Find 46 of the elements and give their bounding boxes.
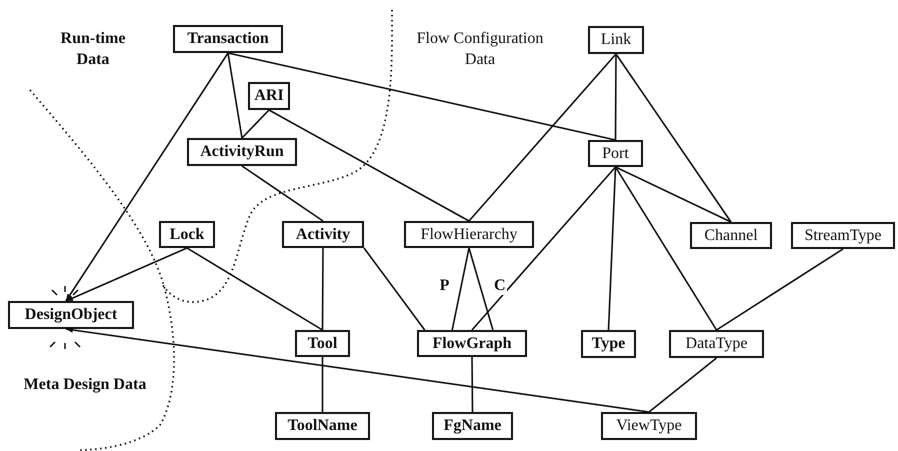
entity-box: Tool — [295, 330, 350, 357]
arrow — [66, 327, 650, 413]
connector-line — [648, 357, 717, 413]
connector-line — [241, 109, 270, 139]
connector-line — [227, 52, 243, 138]
entity-box: Channel — [690, 222, 772, 249]
entity-box: FlowHierarchy — [404, 221, 534, 248]
entity-box: Port — [588, 140, 643, 167]
connector-line — [615, 166, 732, 223]
entity-box: ActivityRun — [187, 138, 297, 166]
connector-line — [716, 248, 844, 331]
entity-box: Lock — [159, 221, 215, 248]
connector-line — [614, 54, 617, 140]
connector-line — [615, 54, 732, 222]
connector-line — [242, 165, 324, 222]
entity-box: DataType — [669, 330, 764, 358]
connector-line — [468, 248, 494, 330]
entity-box: StreamType — [791, 222, 895, 249]
entity-box: ViewType — [601, 412, 697, 440]
entity-box: ARI — [248, 82, 290, 110]
connector-line — [322, 357, 324, 412]
arrow — [65, 52, 229, 302]
entity-box: ToolName — [275, 412, 370, 440]
region-label: Run-time Data — [60, 29, 126, 70]
entity-box: Activity — [282, 221, 364, 248]
connector-line — [608, 166, 616, 330]
entity-box: DesignObject — [8, 301, 134, 329]
arrow — [66, 247, 188, 302]
entity-box: Transaction — [173, 25, 283, 53]
connector-line — [363, 248, 426, 330]
region-label: Flow Configuration Data — [416, 29, 544, 70]
connector-line — [614, 166, 718, 330]
region-label: Meta Design Data — [22, 375, 148, 395]
connector-line — [451, 248, 470, 330]
connector-line — [471, 166, 616, 331]
entity-box: Link — [588, 26, 644, 54]
connector-line — [468, 53, 617, 222]
entity-box: FgName — [432, 412, 513, 440]
connector-line — [186, 247, 323, 331]
connector-line — [268, 109, 470, 222]
connector-line — [228, 52, 616, 141]
connector-line — [471, 357, 474, 412]
entity-box: FlowGraph — [417, 330, 527, 357]
connector-line — [322, 248, 324, 330]
edge-label: C — [492, 277, 506, 295]
entity-box: Type — [581, 330, 636, 358]
